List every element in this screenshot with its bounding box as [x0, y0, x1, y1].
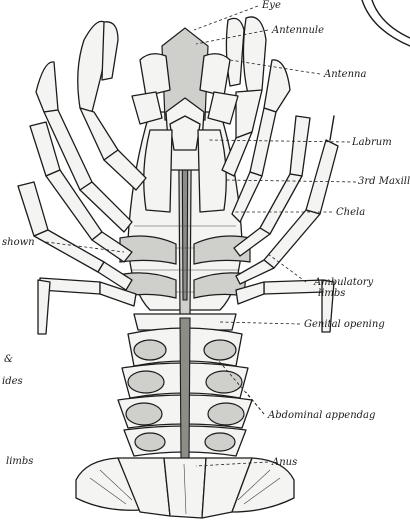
label-abdominal-appendages: Abdominal appendag: [267, 410, 375, 421]
label-chela: Chela: [336, 207, 365, 218]
label-shown: shown: [2, 237, 35, 248]
label-ides: ides: [2, 376, 23, 387]
label-antenna: Antenna: [323, 69, 366, 80]
label-anus: Anus: [271, 457, 297, 468]
adjacent-figure-edge: [362, 0, 410, 46]
label-limbs: limbs: [6, 456, 33, 467]
label-ambulatory-limbs: limbs: [318, 288, 345, 299]
adjacent-figure-edge-inner: [372, 0, 410, 38]
label-genital-opening: Genital opening: [304, 319, 385, 330]
left-walking-legs: [18, 62, 136, 334]
tail-fan: [76, 458, 294, 518]
label-antennule: Antennule: [271, 25, 324, 36]
label-ampersand: &: [4, 354, 13, 365]
label-labrum: Labrum: [351, 137, 392, 148]
label-eye: Eye: [261, 0, 281, 11]
label-third-maxilliped: 3rd Maxill: [358, 176, 410, 187]
abdomen: [118, 314, 252, 460]
label-ambulatory: Ambulatory: [313, 277, 374, 288]
